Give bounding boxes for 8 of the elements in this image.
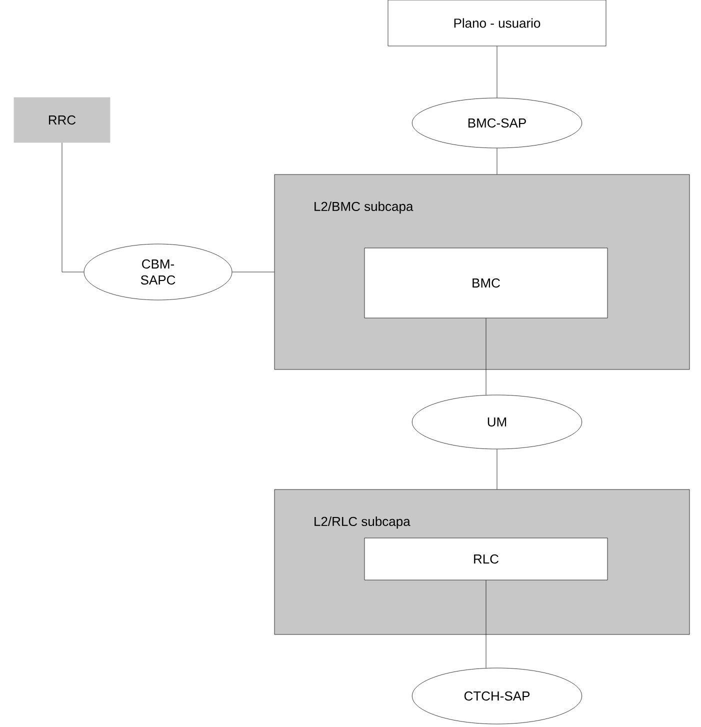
process-box: Plano - usuario bbox=[388, 0, 606, 46]
connector-line bbox=[62, 142, 84, 272]
connector-line bbox=[496, 148, 498, 174]
entity-box: RRC bbox=[14, 97, 110, 143]
process-box: RLC bbox=[364, 538, 608, 580]
connector-line bbox=[496, 449, 498, 490]
process-box: BMC bbox=[364, 248, 608, 318]
connector-line bbox=[496, 46, 498, 98]
